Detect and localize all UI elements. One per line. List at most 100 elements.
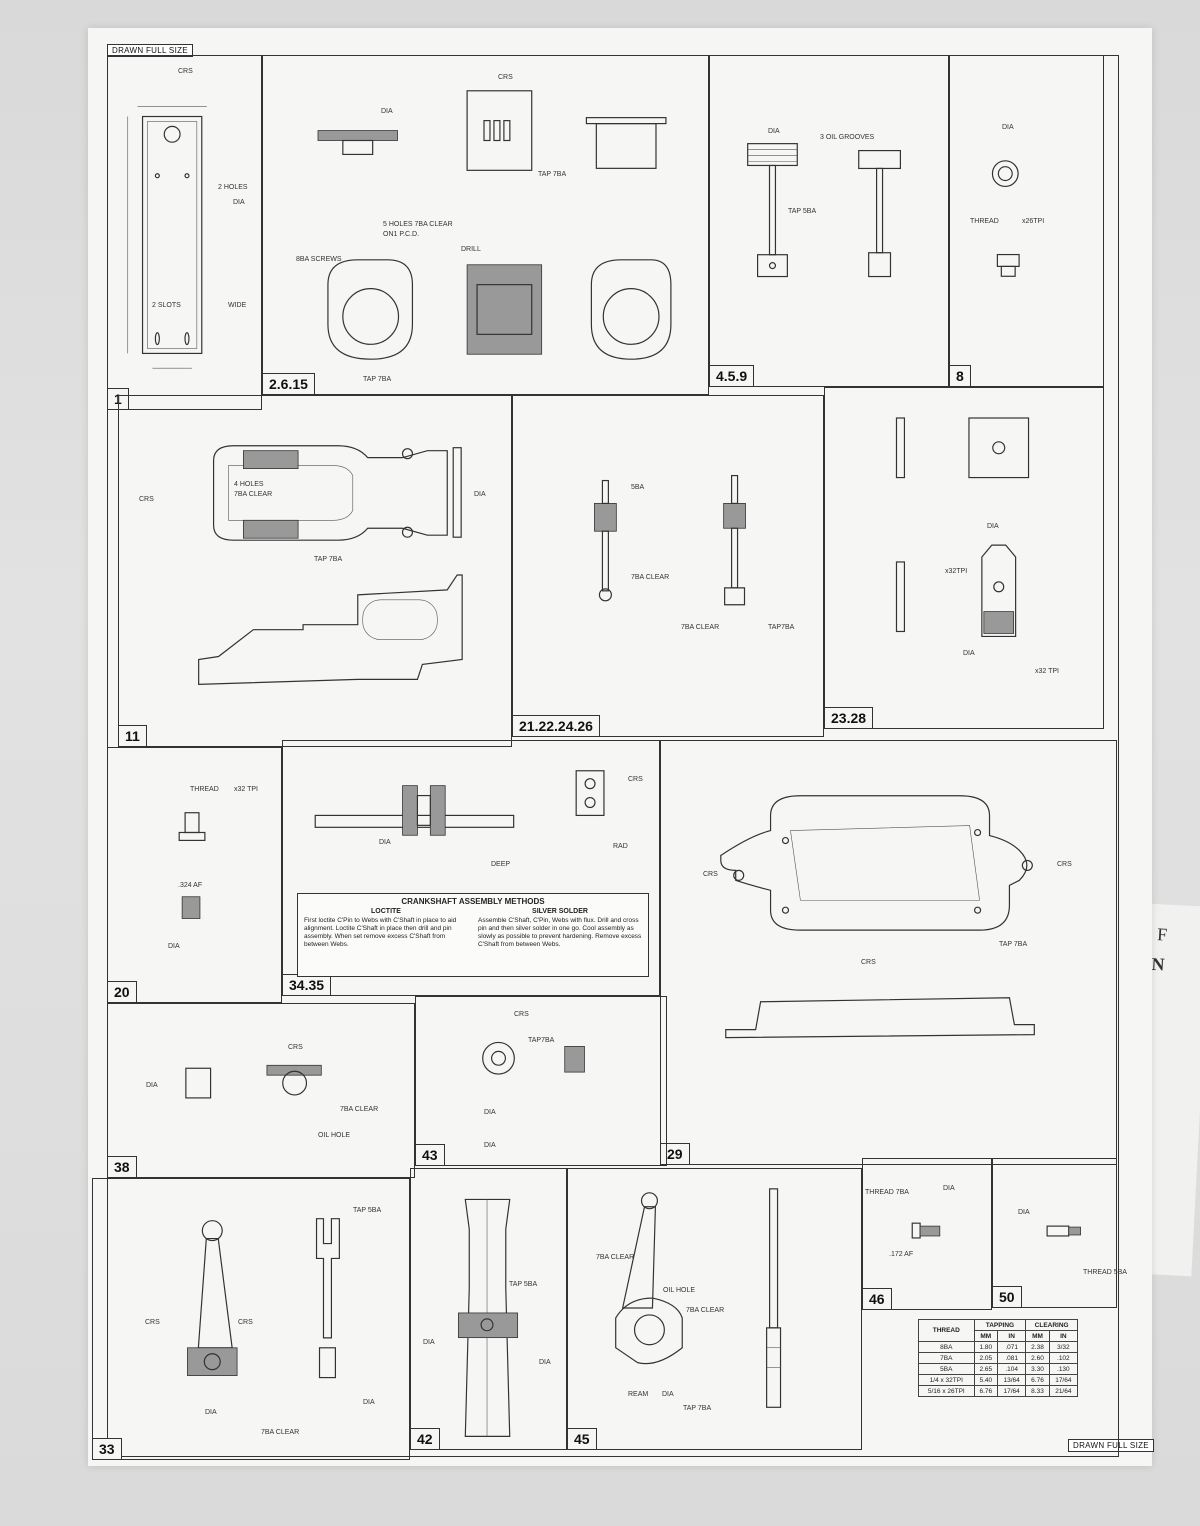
note-oil-hole-11: OIL HOLE [318,1132,351,1139]
part-1-drawing [127,106,207,369]
panel-7-number: 23.28 [824,707,874,729]
panel-6-number: 21.22.24.26 [512,715,600,737]
panel-15-number: 45 [567,1428,597,1450]
table-cell: 13/64 [997,1374,1027,1386]
part-5-drawing [198,445,463,685]
note-dia-13a: DIA [205,1409,217,1416]
panel-13: CRS CRS TAP 5BA DIA 7BA CLEAR DIA 33 [92,1178,410,1460]
panel-15: 7BA CLEAR OIL HOLE 7BA CLEAR REAM DIA TA… [567,1168,862,1450]
note-crs-13b: CRS [238,1319,253,1326]
note-oil-hole-15: OIL HOLE [663,1287,696,1294]
note-tap7ba-12: TAP7BA [528,1037,555,1044]
note-dia-12a: DIA [484,1109,496,1116]
note-8ba-screws: 8BA SCREWS [296,256,342,263]
table-cell: 5.40 [973,1374,999,1386]
table-cell: 2.65 [973,1363,999,1375]
note-dia-5: DIA [474,491,486,498]
part-15-drawing [615,1188,782,1408]
note-32tpi-7: x32TPI [945,568,968,575]
panel-11-number: 38 [107,1156,137,1178]
note-tap7ba-15: TAP 7BA [683,1405,712,1412]
loctite-heading: LOCTITE [371,908,401,915]
table-cell: 6.76 [1025,1374,1050,1386]
part-4-drawing [991,160,1020,277]
note-7ba-clear-6a: 7BA CLEAR [631,574,670,581]
panel-17: DIA THREAD 5BA 50 [992,1158,1127,1308]
note-thread-5ba-17: THREAD 5BA [1083,1269,1127,1276]
note-drill: DRILL [461,246,481,253]
table-cell: 5/16 x 26TPI [918,1385,975,1397]
note-tap7ba-10: TAP 7BA [999,941,1028,948]
note-dia-9: DIA [379,839,391,846]
table-cell: 8.33 [1025,1385,1050,1397]
tapping-in-header: IN [997,1330,1027,1342]
note-dia-15: DIA [662,1391,674,1398]
note-4holes: 4 HOLES [234,481,264,488]
note-7ba-clear-6b: 7BA CLEAR [681,624,720,631]
note-crs-10a: CRS [703,871,718,878]
table-cell: .130 [1048,1363,1079,1375]
part-16-drawing [911,1222,941,1239]
part-3-drawing [747,143,901,278]
panel-5-number: 11 [118,725,147,747]
panel-9: DIA DEEP RAD CRS 34.35 [282,740,660,996]
part-17-drawing [1046,1225,1081,1237]
panel-14: TAP 5BA DIA DIA 42 [410,1168,567,1450]
note-tap7ba-5: TAP 7BA [314,556,343,563]
side-paper-letter-1: F [1156,924,1168,945]
note-dia-14a: DIA [423,1339,435,1346]
side-paper-letter-2: N [1151,953,1166,975]
note-crs: CRS [178,68,193,75]
loctite-column: LOCTITE First loctite C'Pin to Webs with… [304,908,468,949]
part-14-drawing [457,1198,519,1437]
note-crs-2: CRS [498,74,513,81]
thread-col-header: THREAD [918,1319,975,1342]
note-dia-7b: DIA [963,650,975,657]
part-2-drawing [317,90,672,360]
note-7ba-clear-5: 7BA CLEAR [234,491,273,498]
panel-5: 4 HOLES 7BA CLEAR TAP 7BA CRS DIA 11 [118,395,512,747]
part-6-drawing [594,474,746,606]
thread-table: THREAD TAPPING CLEARING MM IN MM IN 8BA … [918,1319,1079,1397]
panel-3-number: 4.5.9 [709,365,755,387]
table-cell: .071 [997,1341,1027,1353]
table-cell: 3.30 [1025,1363,1050,1375]
note-crs-13a: CRS [145,1319,160,1326]
table-cell: 8BA [918,1341,975,1353]
table-row: 8BA 1.80 .071 2.38 3/32 [918,1341,1079,1353]
note-tap7ba-6: TAP7BA [768,624,795,631]
panel-2-number: 2.6.15 [262,373,315,395]
tapping-mm-header: MM [973,1330,999,1342]
note-dia-16: DIA [943,1185,955,1192]
note-rad-9: RAD [613,843,628,850]
panel-8: THREAD x32 TPI .324 AF DIA 20 [107,747,282,1003]
part-11-drawing [185,1064,322,1099]
note-dia-14b: DIA [539,1359,551,1366]
panel-4-number: 8 [949,365,971,387]
note-dia-13b: DIA [363,1399,375,1406]
table-row: 1/4 x 32TPI 5.40 13/64 6.76 17/64 [918,1374,1079,1386]
note-2-slots: 2 SLOTS [152,302,181,309]
panel-3: DIA 3 OIL GROOVES TAP 5BA 4.5.9 [709,55,949,387]
table-cell: 2.60 [1025,1352,1050,1364]
solder-text: Assemble C'Shaft, C'Pin, Webs with flux.… [478,917,642,948]
panel-16: THREAD 7BA DIA .172 AF 46 [862,1158,992,1310]
note-dia-7a: DIA [987,523,999,530]
table-row: 7BA 2.05 .081 2.60 .102 [918,1352,1079,1364]
note-tap5ba-14: TAP 5BA [509,1281,538,1288]
note-7ba-clear-15a: 7BA CLEAR [596,1254,635,1261]
note-deep-9: DEEP [491,861,511,868]
clearing-mm-header: MM [1025,1330,1050,1342]
note-dia-8: DIA [168,943,180,950]
note-26tpi: x26TPI [1022,218,1045,225]
note-dia-2: DIA [381,108,393,115]
table-cell: 1.80 [973,1341,999,1353]
table-cell: .102 [1048,1352,1079,1364]
note-tap5ba-13: TAP 5BA [353,1207,382,1214]
note-32tpi-8: x32 TPI [234,786,258,793]
part-12-drawing [482,1041,585,1075]
note-dia-11: DIA [146,1082,158,1089]
panel-2: DIA CRS TAP 7BA 5 HOLES 7BA CLEAR ON1 P.… [262,55,709,395]
table-cell: 6.76 [973,1385,999,1397]
panel-17-number: 50 [992,1286,1022,1308]
